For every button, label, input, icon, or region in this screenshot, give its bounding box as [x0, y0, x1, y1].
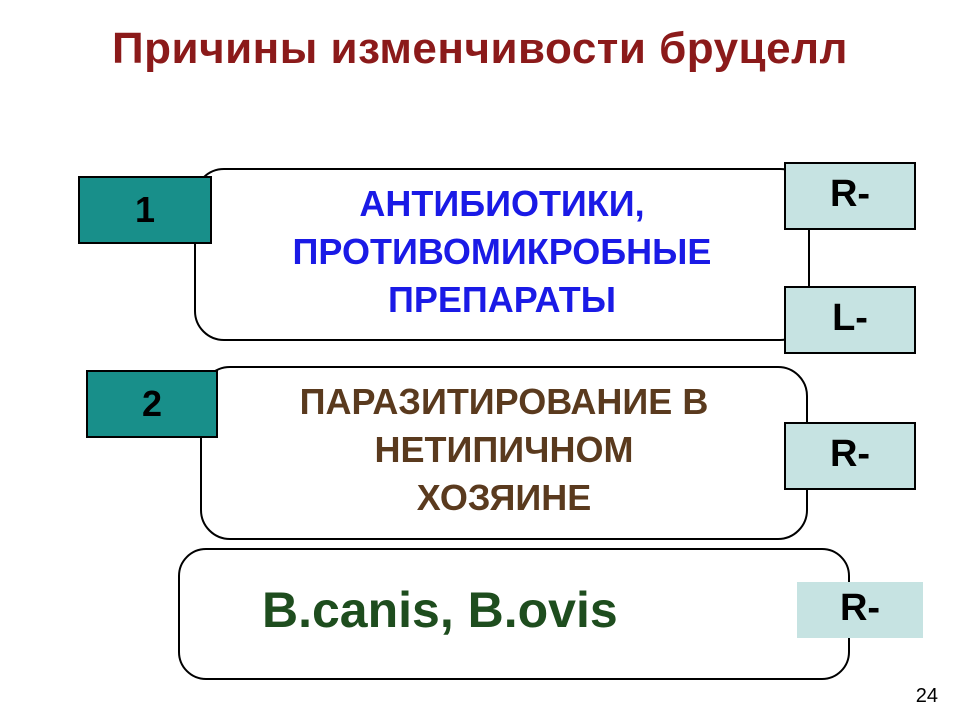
- cause-text-line: ХОЗЯИНЕ: [416, 477, 592, 518]
- cause-text-line: ПРЕПАРАТЫ: [387, 278, 617, 320]
- number-badge-1: 1: [78, 176, 212, 244]
- slide-title: Причины изменчивости бруцелл: [112, 24, 848, 73]
- cause-text-line: ПАРАЗИТИРОВАНИЕ В: [299, 381, 709, 422]
- form-tag-r: R-: [784, 422, 916, 490]
- cause-box-antibiotics: АНТИБИОТИКИ, ПРОТИВОМИКРОБНЫЕ ПРЕПАРАТЫ: [194, 168, 810, 341]
- page-number: 24: [915, 685, 938, 707]
- cause-text: АНТИБИОТИКИ, ПРОТИВОМИКРОБНЫЕ ПРЕПАРАТЫ: [293, 180, 712, 324]
- cause-text-line: АНТИБИОТИКИ,: [359, 182, 645, 224]
- species-text: B.canis, B.ovis: [262, 582, 618, 638]
- cause-text-line: НЕТИПИЧНОМ: [374, 429, 634, 470]
- cause-text: ПАРАЗИТИРОВАНИЕ В НЕТИПИЧНОМ ХОЗЯИНЕ: [300, 378, 709, 522]
- number-badge-2: 2: [86, 370, 218, 438]
- cause-text-line: ПРОТИВОМИКРОБНЫЕ: [292, 230, 712, 272]
- cause-box-parasitism: ПАРАЗИТИРОВАНИЕ В НЕТИПИЧНОМ ХОЗЯИНЕ: [200, 366, 808, 540]
- form-tag-r: R-: [797, 582, 923, 638]
- species-box: B.canis, B.ovis: [178, 548, 850, 680]
- form-tag-l: L-: [784, 286, 916, 354]
- form-tag-r: R-: [784, 162, 916, 230]
